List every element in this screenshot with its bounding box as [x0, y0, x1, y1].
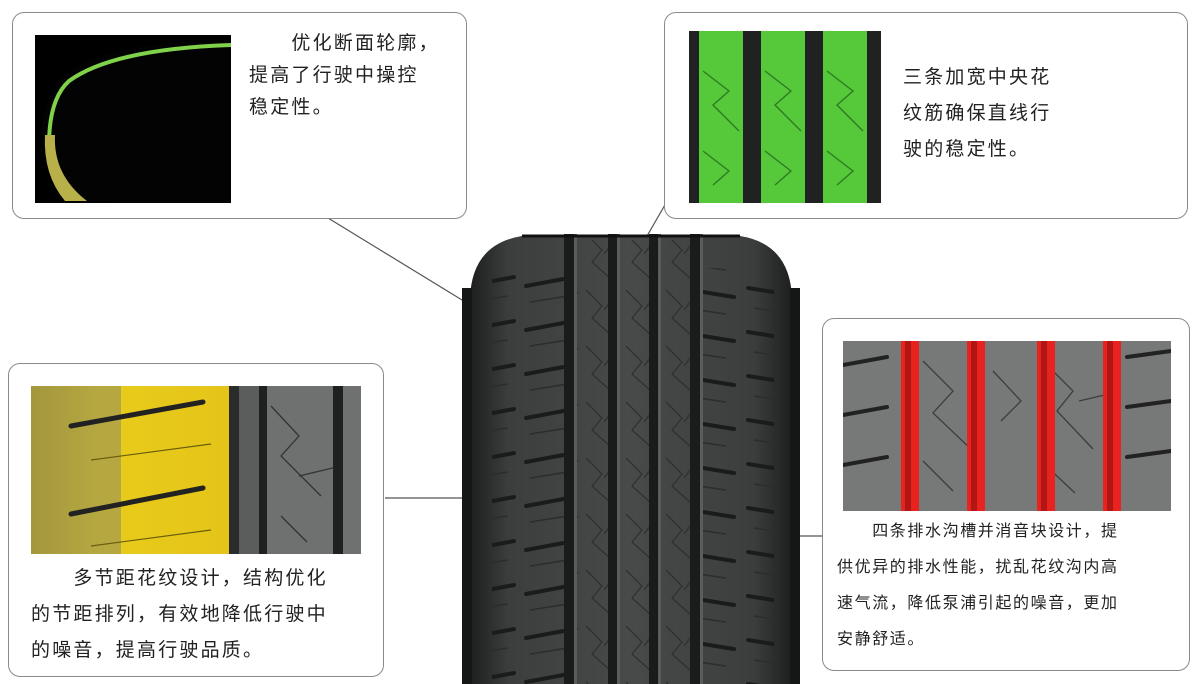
grooves-line-4: 安静舒适。	[837, 629, 926, 648]
grooves-description: 四条排水沟槽并消音块设计，提 供优异的排水性能，扰乱花纹沟内高 速气流，降低泵浦…	[837, 513, 1119, 657]
pitch-shoulder-image	[31, 386, 361, 554]
center-ribs-line-1: 三条加宽中央花	[903, 66, 1052, 88]
pitch-description: 多节距花纹设计，结构优化 的节距排列，有效地降低行驶中 的噪音，提高行驶品质。	[31, 560, 328, 668]
tire-tread-image	[462, 234, 800, 684]
grooves-image	[843, 341, 1171, 511]
profile-line-3: 稳定性。	[249, 96, 334, 118]
profile-section-image	[35, 35, 231, 203]
center-ribs-description: 三条加宽中央花 纹筋确保直线行 驶的稳定性。	[903, 59, 1051, 167]
profile-line-1: 优化断面轮廓，	[249, 32, 440, 54]
pitch-line-1: 多节距花纹设计，结构优化	[31, 567, 328, 589]
center-ribs-line-2: 纹筋确保直线行	[903, 102, 1052, 124]
callout-grooves: 四条排水沟槽并消音块设计，提 供优异的排水性能，扰乱花纹沟内高 速气流，降低泵浦…	[822, 318, 1190, 671]
grooves-line-2: 供优异的排水性能，扰乱花纹沟内高	[837, 557, 1119, 576]
callout-center-ribs: 三条加宽中央花 纹筋确保直线行 驶的稳定性。	[664, 12, 1188, 219]
grooves-line-1: 四条排水沟槽并消音块设计，提	[837, 521, 1119, 540]
center-ribs-image	[689, 31, 881, 203]
grooves-line-3: 速气流，降低泵浦引起的噪音，更加	[837, 593, 1119, 612]
profile-line-2: 提高了行驶中操控	[249, 64, 419, 86]
pitch-line-3: 的噪音，提高行驶品质。	[31, 639, 265, 661]
callout-pitch: 多节距花纹设计，结构优化 的节距排列，有效地降低行驶中 的噪音，提高行驶品质。	[8, 363, 384, 677]
callout-profile: 优化断面轮廓， 提高了行驶中操控 稳定性。	[12, 12, 467, 219]
pitch-line-2: 的节距排列，有效地降低行驶中	[31, 603, 328, 625]
center-ribs-line-3: 驶的稳定性。	[903, 138, 1031, 160]
profile-description: 优化断面轮廓， 提高了行驶中操控 稳定性。	[249, 27, 440, 123]
